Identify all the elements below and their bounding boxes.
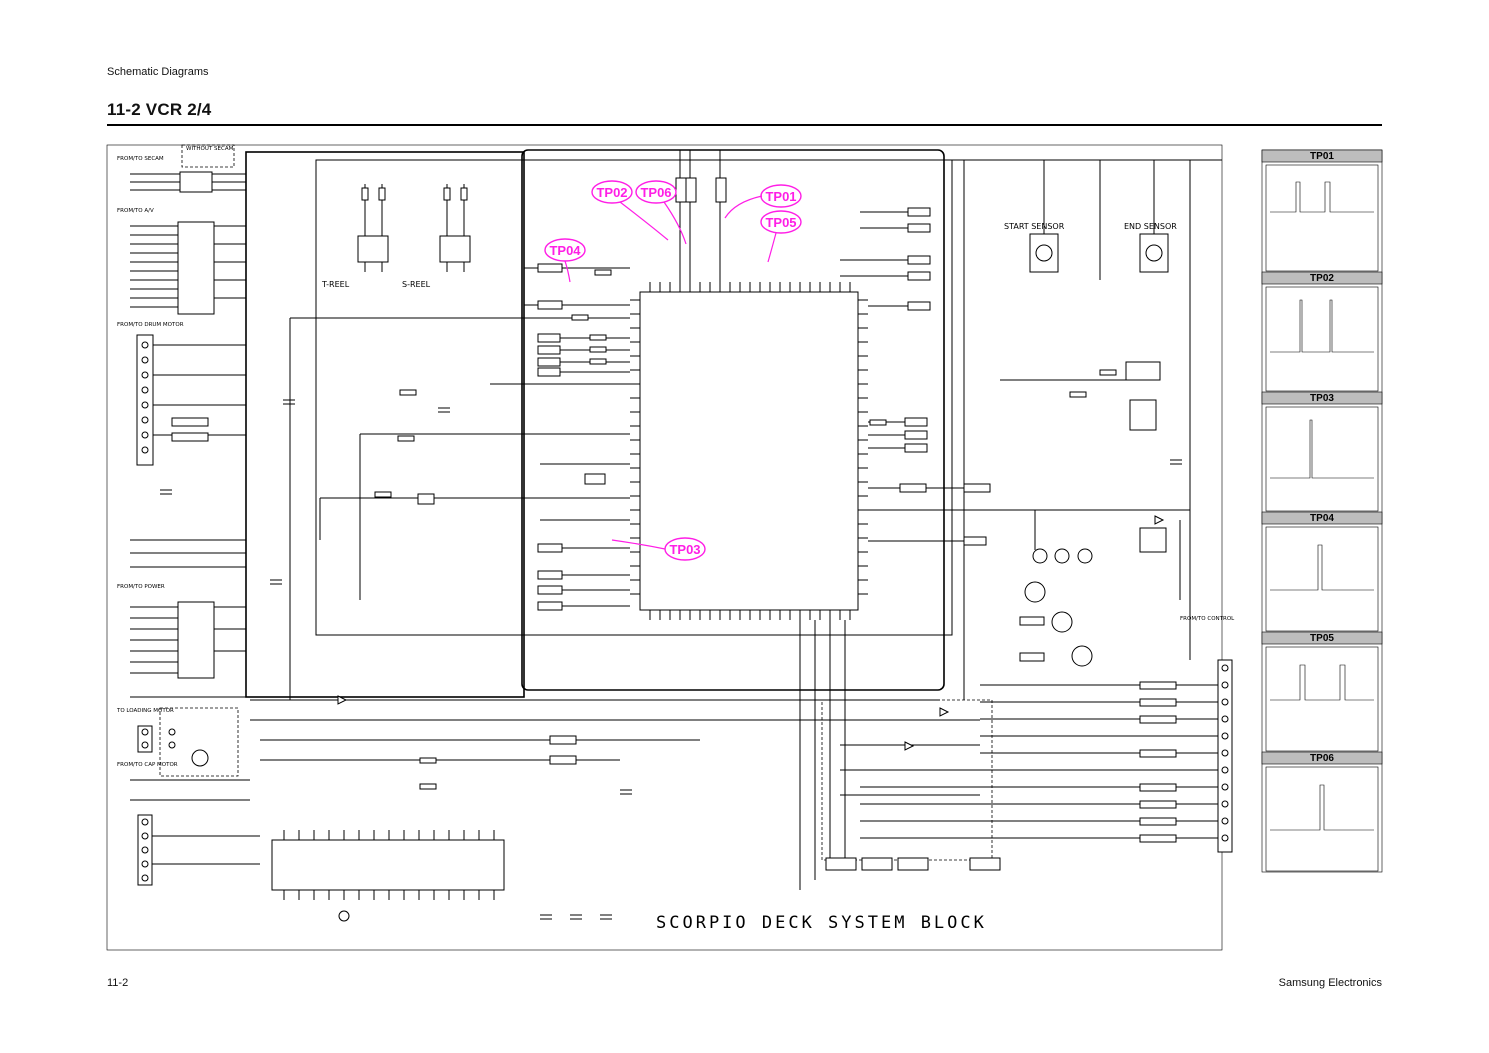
- label-start-sensor: START SENSOR: [1004, 222, 1065, 231]
- schematic-frame: [106, 144, 1223, 951]
- panel-tp05-title: TP05: [1310, 633, 1334, 644]
- label-t-reel: T-REEL: [321, 280, 350, 289]
- passive-components: [160, 269, 1182, 922]
- driver-ic-pins: [250, 699, 960, 900]
- main-box-left: [245, 151, 525, 698]
- panel-tp06-title: TP06: [1310, 753, 1334, 764]
- switch-sw601: [1000, 361, 1161, 431]
- tp02-label: TP02: [596, 185, 627, 200]
- panel-tp04: TP04: [1261, 511, 1383, 632]
- t-reel-sensor: [357, 184, 389, 272]
- label-cap: FROM/TO CAP MOTOR: [117, 762, 178, 768]
- tp03-callout: TP03: [611, 537, 706, 561]
- s-reel-sensor: [439, 184, 471, 272]
- label-s-reel: S-REEL: [402, 280, 431, 289]
- tp06-label: TP06: [640, 185, 671, 200]
- tp03-label: TP03: [669, 542, 700, 557]
- label-power: FROM/TO POWER: [117, 584, 165, 590]
- panel-tp02-title: TP02: [1310, 273, 1334, 284]
- panel-tp03: TP03: [1261, 391, 1383, 512]
- panel-tp02: TP02: [1261, 271, 1383, 392]
- end-sensor: [1139, 160, 1169, 273]
- label-end-sensor: END SENSOR: [1124, 222, 1177, 231]
- label-without-secam: WITHOUT SECAM: [186, 146, 234, 152]
- page-title: 11-2 VCR 2/4: [107, 100, 212, 119]
- connector-cap-motor: [130, 779, 260, 886]
- panel-tp03-title: TP03: [1310, 393, 1334, 404]
- key-matrix: [799, 620, 1001, 890]
- connector-av: [130, 221, 246, 315]
- tp05-callout: TP05: [760, 210, 802, 263]
- tp02-callout: TP02: [591, 180, 669, 241]
- main-ic-pins-left: [630, 299, 640, 595]
- header-rule: [107, 124, 1382, 126]
- tp05-label: TP05: [765, 215, 796, 230]
- main-ic-pins-bottom: [649, 610, 851, 620]
- footer-brand: Samsung Electronics: [1278, 977, 1382, 989]
- main-ic-pins-top: [649, 282, 851, 292]
- label-loading: TO LOADING MOTOR: [116, 708, 174, 714]
- top-ic-connectors: [675, 150, 931, 311]
- connector-secam: [130, 144, 246, 193]
- tp01-label: TP01: [765, 189, 796, 204]
- driver-ic-ic602: [271, 839, 505, 891]
- label-drum: FROM/TO DRUM MOTOR: [117, 322, 184, 328]
- block-title: SCORPIO DECK SYSTEM BLOCK: [656, 913, 987, 933]
- label-av: FROM/TO A/V: [117, 208, 154, 214]
- left-signal-labels: [417, 263, 563, 611]
- connector-power: [130, 539, 246, 698]
- main-ic-pins-right: [858, 299, 868, 595]
- connector-drum: [136, 334, 246, 466]
- main-ic-ic601: [639, 291, 859, 611]
- panel-tp06: TP06: [1261, 751, 1383, 872]
- panel-tp01-title: TP01: [1310, 151, 1334, 162]
- tp04-callout: TP04: [544, 238, 586, 283]
- tp06-callout: TP06: [635, 180, 687, 245]
- section-title: Schematic Diagrams: [107, 66, 209, 78]
- tp01-callout: TP01: [724, 184, 802, 219]
- connector-loading-motor: [137, 707, 239, 777]
- panel-tp01: TP01: [1261, 149, 1383, 272]
- page-number: 11-2: [107, 977, 129, 989]
- start-sensor: [1029, 160, 1059, 273]
- panel-tp05: TP05: [1261, 631, 1383, 752]
- connector-control: [860, 659, 1233, 853]
- inner-wiring-frame: [315, 159, 953, 636]
- label-control: FROM/TO CONTROL: [1180, 616, 1235, 622]
- main-box-right: [521, 149, 945, 691]
- right-ic-connections: [868, 159, 1222, 700]
- tp04-label: TP04: [549, 243, 581, 258]
- label-secam: FROM/TO SECAM: [117, 156, 164, 162]
- panel-tp04-title: TP04: [1310, 513, 1334, 524]
- led-cluster: [1019, 510, 1181, 667]
- waveform-panels: TP01 TP02 TP03 TP04 TP05: [1261, 149, 1383, 873]
